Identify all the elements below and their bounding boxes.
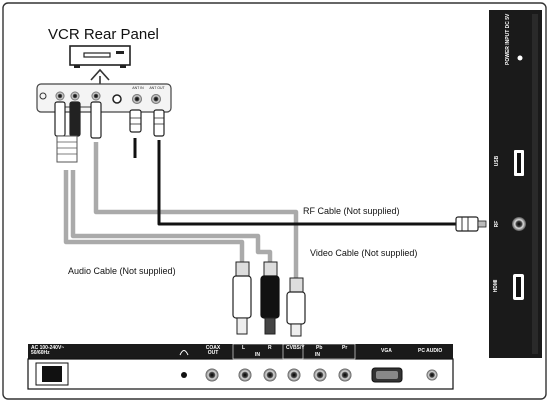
audio-l-label: L (242, 345, 246, 351)
audio-cable-r (70, 170, 273, 262)
usb-label: USB (494, 155, 500, 167)
audio-cable-l (63, 170, 245, 262)
outer-frame (2, 2, 547, 400)
rf-cable-label: RF Cable (Not supplied) (303, 206, 400, 216)
tv-bottom-panel (27, 343, 454, 390)
tv-rca-plugs (232, 261, 306, 337)
audio-r-label: R (268, 345, 272, 351)
video-cable (93, 142, 299, 278)
vcr-ant-in-jack (132, 94, 142, 104)
ac-label: AC 100-240V~ 50/60Hz (31, 345, 65, 356)
rf-port (512, 217, 526, 231)
pc-audio-jack (426, 369, 438, 381)
audio-cable-label: Audio Cable (Not supplied) (68, 266, 176, 276)
tv-side-panel (489, 10, 542, 358)
pb-label: Pb (316, 345, 323, 351)
coax-out-jack (205, 368, 219, 382)
vga-label: VGA (381, 348, 392, 354)
power-dc-jack (517, 55, 523, 61)
pr-jack (338, 368, 352, 382)
rf-label: RF (494, 220, 500, 228)
pc-audio-label: PC AUDIO (418, 348, 443, 354)
vcr-ant-in-label: ANT IN (132, 86, 144, 90)
tv-rf-plug (455, 216, 487, 232)
coax-out-label: COAX OUT (205, 345, 221, 356)
audio-l-in-jack (238, 368, 252, 382)
vcr-svideo-jack (112, 94, 122, 104)
cvbs-jack (287, 368, 301, 382)
audio-in-label: IN (255, 352, 260, 358)
vcr-audio-l-jack (55, 91, 65, 101)
headphone-icon (179, 350, 189, 356)
cables (63, 138, 458, 278)
pb-jack (313, 368, 327, 382)
vcr-video-jack (91, 91, 101, 101)
hdmi-label: HDMI (493, 279, 499, 293)
cvbs-label: CVBS/Y (286, 345, 305, 351)
rf-cable (157, 140, 458, 226)
pr-label: Pr (342, 345, 348, 351)
audio-r-in-jack (263, 368, 277, 382)
video-cable-label: Video Cable (Not supplied) (310, 248, 418, 258)
video-in-label: IN (315, 352, 320, 358)
vcr-ant-out-jack (151, 94, 161, 104)
vcr-icon (69, 45, 131, 68)
diagram-title: VCR Rear Panel (48, 26, 159, 43)
vcr-ant-out-label: ANT OUT (149, 86, 165, 90)
vcr-audio-r-jack (70, 91, 80, 101)
vcr-plugs (54, 101, 165, 163)
power-input-label: POWER INPUT DC 5V (505, 13, 511, 65)
